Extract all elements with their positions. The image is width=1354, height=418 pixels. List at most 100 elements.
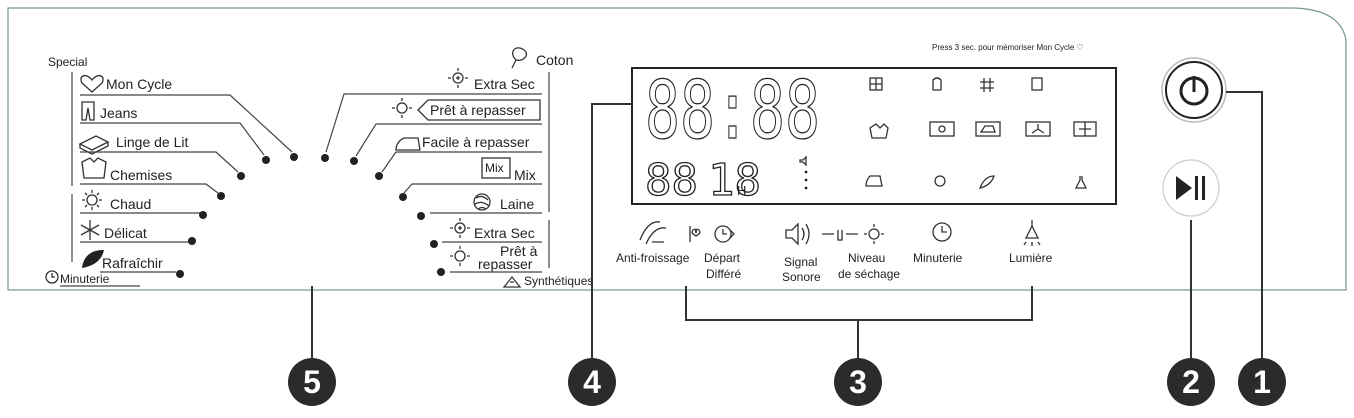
- clock-icon: [932, 222, 952, 242]
- program-delicat[interactable]: Délicat: [80, 220, 196, 245]
- special-header: Special: [48, 55, 87, 69]
- selector-dot: [430, 240, 438, 248]
- snowflake-icon: [80, 220, 100, 240]
- program-leader: [80, 151, 239, 173]
- svg-text:4: 4: [583, 364, 601, 400]
- lcd-small-digits-left: 88: [645, 155, 698, 206]
- delay-start-icon: [689, 226, 701, 242]
- callout-4: 4: [568, 358, 616, 406]
- program-linge-de-lit[interactable]: Linge de Lit: [78, 134, 245, 180]
- program-jeans[interactable]: Jeans: [80, 101, 270, 164]
- fan-box-icon: [1025, 121, 1051, 137]
- program-label: Rafraîchir: [102, 255, 163, 271]
- program-laine[interactable]: Laine: [417, 193, 542, 220]
- btn-label-line1: Signal: [784, 255, 817, 269]
- btn-signal-sonore[interactable]: Signal Sonore: [782, 222, 821, 284]
- svg-text:3: 3: [849, 364, 867, 400]
- btn-label-line2: de séchage: [838, 267, 900, 281]
- synthetic-icon: [502, 275, 522, 288]
- program-label-line1: Prêt à: [500, 243, 538, 259]
- program-extra-sec-synth[interactable]: Extra Sec: [430, 218, 542, 248]
- lcd-small-digits-right: 18: [708, 155, 761, 206]
- speaker-icon: [785, 222, 810, 246]
- cotton-icon: [511, 47, 528, 69]
- program-pret-a-repasser-synth[interactable]: Prêt à repasser: [437, 243, 542, 276]
- callout-5: 5: [288, 358, 336, 406]
- program-chaud[interactable]: Chaud: [80, 190, 207, 219]
- dry-level-icon: [822, 224, 884, 244]
- feather-icon: [978, 175, 995, 189]
- selector-dot: [199, 211, 207, 219]
- btn-label-line1: Départ: [704, 251, 741, 265]
- program-mix[interactable]: Mix Mix: [399, 157, 542, 201]
- program-label: Linge de Lit: [116, 134, 189, 150]
- selector-dot: [188, 237, 196, 245]
- bulb-small-icon: [1074, 176, 1088, 189]
- selector-dot: [290, 153, 298, 161]
- selector-dot: [399, 193, 407, 201]
- svg-text:2: 2: [1182, 364, 1200, 400]
- program-mon-cycle[interactable]: Mon Cycle: [80, 74, 298, 161]
- program-label: Extra Sec: [474, 76, 535, 92]
- iron-small-icon: [865, 175, 883, 187]
- program-label: Facile à repasser: [422, 134, 530, 150]
- bedding-icon: [78, 135, 110, 155]
- callout-2: 2: [1167, 358, 1215, 406]
- anti-crease-icon: [639, 221, 667, 245]
- program-chemises[interactable]: Chemises: [80, 157, 225, 200]
- mix-box-icon: [481, 157, 511, 179]
- program-extra-sec[interactable]: Extra Sec: [321, 68, 542, 162]
- program-leader: [355, 123, 542, 157]
- callout-1: 1: [1238, 358, 1286, 406]
- program-rafraichir[interactable]: Rafraîchir: [82, 250, 184, 278]
- btn-minuterie[interactable]: Minuterie: [913, 222, 963, 265]
- wool-icon: [473, 193, 491, 211]
- iron-icon: [395, 137, 421, 151]
- selector-dot: [417, 212, 425, 220]
- mix-box-text: Mix: [485, 161, 504, 175]
- play-pause-icon: [1176, 176, 1205, 200]
- program-facile-a-repasser[interactable]: Facile à repasser: [375, 134, 542, 180]
- svg-text:5: 5: [303, 364, 321, 400]
- btn-lumiere[interactable]: Lumière: [1009, 220, 1053, 265]
- program-pret-a-repasser[interactable]: Prêt à repasser: [350, 98, 542, 165]
- hash-icon: [980, 78, 994, 92]
- sun-icon: [450, 246, 470, 266]
- minuterie-left: Minuterie: [45, 270, 140, 287]
- start-pause-button[interactable]: [1162, 159, 1220, 217]
- leaf-icon: [82, 250, 104, 268]
- panel-outline: [7, 7, 1347, 291]
- program-label: Mon Cycle: [106, 76, 172, 92]
- callout-3: 3: [834, 358, 882, 406]
- btn-niveau-sechage[interactable]: Niveau de séchage: [822, 224, 900, 281]
- btn-anti-froissage[interactable]: Anti-froissage: [616, 221, 690, 265]
- hand-icon: [932, 77, 942, 91]
- program-leader: [80, 122, 265, 156]
- synthetiques-header: Synthétiques: [502, 274, 593, 288]
- light-icon: [1023, 220, 1041, 246]
- program-label: Chemises: [110, 167, 172, 183]
- minuterie-left-label: Minuterie: [60, 272, 110, 286]
- program-leader: [80, 94, 293, 153]
- lcd-speaker-indicator: [799, 155, 808, 190]
- callout-leader-1: [1226, 91, 1263, 362]
- power-button[interactable]: [1161, 57, 1227, 123]
- sun-plus-icon: [450, 218, 470, 238]
- coton-header: Coton: [511, 47, 573, 69]
- program-label-line2: repasser: [478, 256, 533, 272]
- btn-label: Minuterie: [913, 251, 963, 265]
- power-icon: [1179, 76, 1209, 106]
- selector-dot: [321, 154, 329, 162]
- selector-dot: [176, 270, 184, 278]
- sun-icon: [392, 98, 412, 118]
- btn-label: Anti-froissage: [616, 251, 690, 265]
- btn-depart-differe[interactable]: Départ Différé: [689, 225, 741, 281]
- program-label: Jeans: [100, 105, 137, 121]
- memorize-note: Press 3 sec. pour mémoriser Mon Cycle ♡: [932, 43, 1084, 52]
- lcd-display: [631, 67, 1117, 205]
- synthetiques-label: Synthétiques: [524, 274, 593, 288]
- program-label: Chaud: [110, 196, 151, 212]
- clock-icon: [45, 270, 59, 284]
- program-leader: [80, 183, 219, 194]
